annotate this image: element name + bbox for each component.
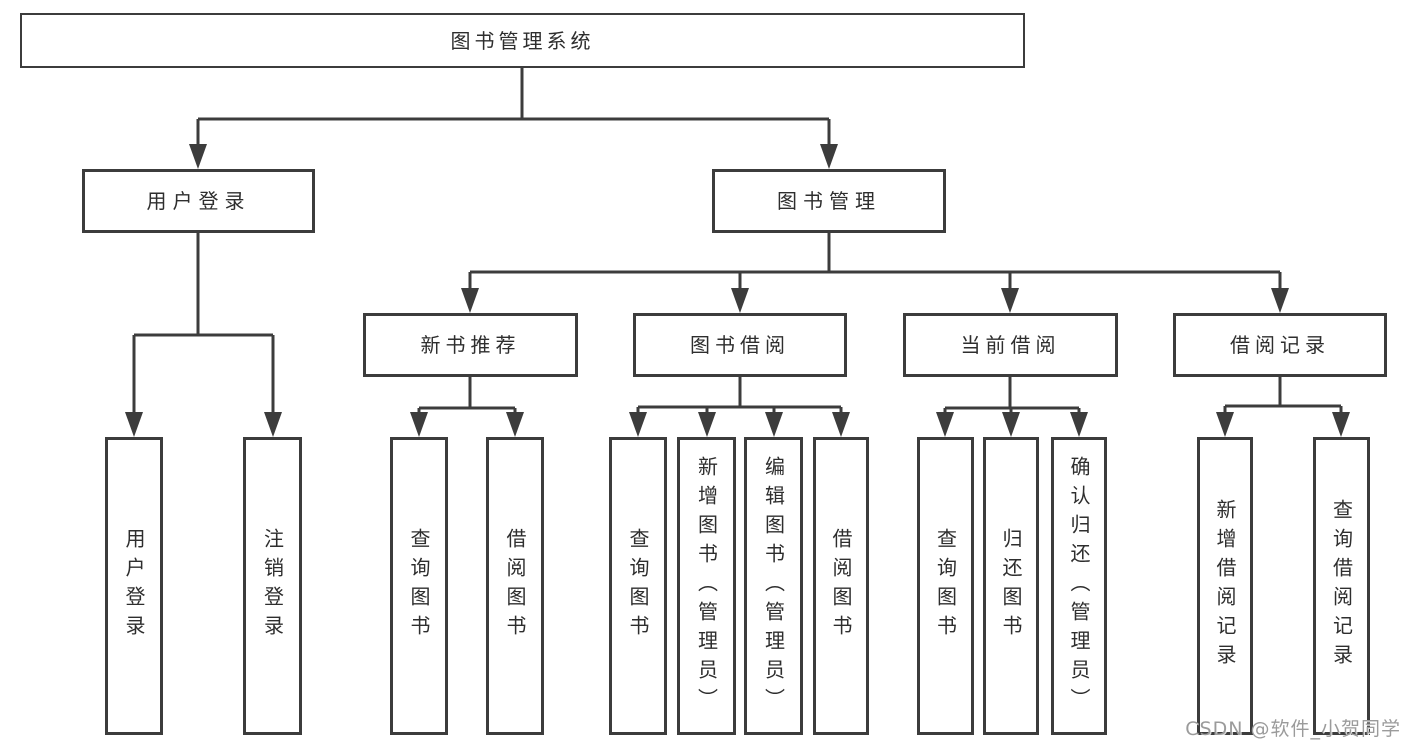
node-label: 新书推荐 bbox=[420, 333, 521, 357]
leaf-label: 新增图书（管理员） bbox=[694, 455, 719, 717]
leaf-borrow-query-book: 查询图书 bbox=[609, 437, 667, 735]
leaf-current-query-book: 查询图书 bbox=[917, 437, 974, 735]
node-label: 当前借阅 bbox=[960, 333, 1061, 357]
leaf-borrow-edit-book-admin: 编辑图书（管理员） bbox=[744, 437, 803, 735]
leaf-recommend-query-book: 查询图书 bbox=[390, 437, 448, 735]
leaf-label: 确认归还（管理员） bbox=[1067, 455, 1091, 717]
leaf-records-add-record: 新增借阅记录 bbox=[1197, 437, 1253, 735]
leaf-label: 注销登录 bbox=[260, 528, 285, 644]
node-label: 图书借阅 bbox=[690, 333, 790, 357]
leaf-label: 借阅图书 bbox=[829, 528, 853, 644]
node-library-management-system: 图书管理系统 bbox=[20, 13, 1025, 68]
leaf-recommend-borrow-book: 借阅图书 bbox=[486, 437, 544, 735]
node-new-book-recommend: 新书推荐 bbox=[363, 313, 578, 377]
leaf-borrow-borrow-book: 借阅图书 bbox=[813, 437, 869, 735]
node-label: 用户登录 bbox=[146, 189, 251, 213]
leaf-current-confirm-return-admin: 确认归还（管理员） bbox=[1051, 437, 1107, 735]
leaf-logout: 注销登录 bbox=[243, 437, 302, 735]
leaf-label: 查询图书 bbox=[626, 528, 650, 644]
leaf-label: 查询图书 bbox=[933, 528, 958, 644]
leaf-label: 新增借阅记录 bbox=[1213, 499, 1237, 673]
leaf-borrow-add-book-admin: 新增图书（管理员） bbox=[677, 437, 736, 735]
leaf-label: 查询图书 bbox=[407, 528, 431, 644]
leaf-label: 借阅图书 bbox=[503, 528, 527, 644]
node-book-management: 图书管理 bbox=[712, 169, 946, 233]
csdn-watermark: CSDN @软件_小贺同学 bbox=[1185, 718, 1401, 740]
arrowheads bbox=[125, 144, 1350, 437]
node-label: 图书管理 bbox=[777, 189, 881, 213]
leaf-label: 查询借阅记录 bbox=[1329, 499, 1354, 673]
node-book-borrow: 图书借阅 bbox=[633, 313, 847, 377]
node-user-login: 用户登录 bbox=[82, 169, 315, 233]
leaf-current-return-book: 归还图书 bbox=[983, 437, 1039, 735]
leaf-user-login: 用户登录 bbox=[105, 437, 163, 735]
node-current-borrow: 当前借阅 bbox=[903, 313, 1118, 377]
node-label: 图书管理系统 bbox=[450, 28, 595, 53]
leaf-records-query-record: 查询借阅记录 bbox=[1313, 437, 1370, 735]
node-borrow-records: 借阅记录 bbox=[1173, 313, 1387, 377]
node-label: 借阅记录 bbox=[1230, 333, 1330, 357]
leaf-label: 归还图书 bbox=[999, 528, 1023, 644]
leaf-label: 用户登录 bbox=[122, 528, 146, 644]
leaf-label: 编辑图书（管理员） bbox=[761, 455, 786, 717]
connector-segments bbox=[132, 68, 1343, 432]
